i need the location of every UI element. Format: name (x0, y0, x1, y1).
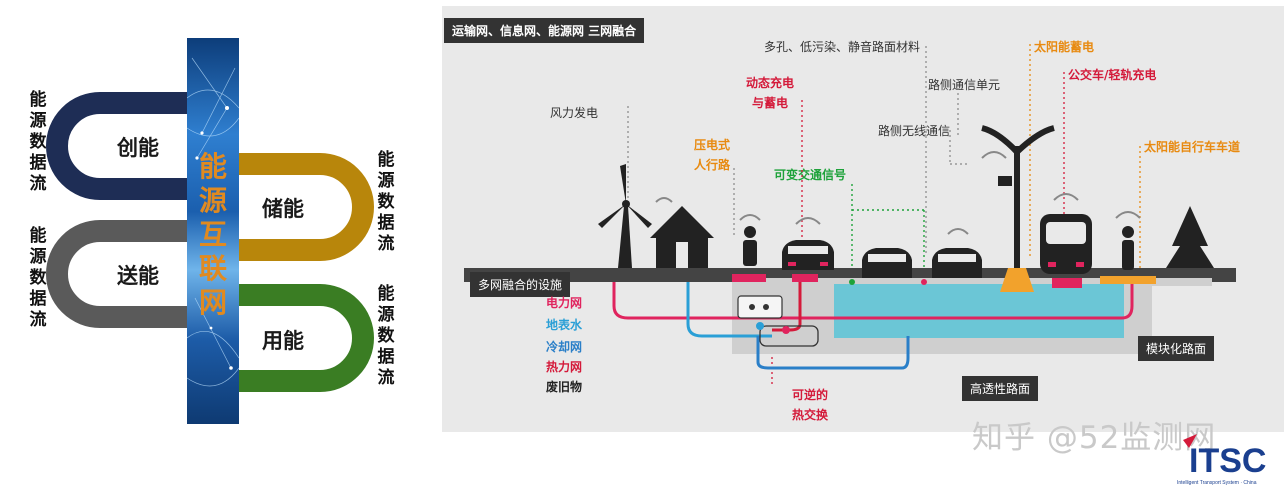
car-icon-1 (782, 240, 834, 270)
center-title: 能源互联网 (198, 150, 227, 319)
loop-label-transmit: 送能 (117, 264, 159, 288)
pedestrian-icon (739, 214, 761, 266)
street-lamp-icon (981, 125, 1055, 292)
label-roadside-unit: 路侧通信单元 (928, 78, 1001, 92)
loop-label-store: 储能 (262, 197, 304, 221)
legend-power-grid: 电力网 (546, 296, 583, 310)
label-signal: 可变交通信号 (774, 168, 847, 182)
data-flow-text-right-2: 能源数据流 (377, 284, 395, 388)
street-scene (464, 44, 1236, 384)
label-roadside-wireless: 路侧无线通信 (878, 124, 951, 138)
modular-tag: 模块化路面 (1138, 336, 1215, 361)
loop-transmit (46, 220, 190, 328)
legend-cooling-grid: 冷却网 (546, 340, 583, 354)
watermark: 知乎 @52监测网 (972, 420, 1217, 456)
label-solar-storage: 太阳能蓄电 (1034, 40, 1095, 54)
car-icon-3 (932, 248, 982, 278)
label-wind: 风力发电 (550, 106, 599, 120)
itsc-logo-subtext: Intelligent Transport System · China (1177, 480, 1257, 486)
itsc-logo-text: ITSC (1189, 442, 1266, 480)
data-flow-text-right-1: 能源数据流 (377, 150, 395, 254)
loop-store (236, 153, 374, 261)
label-piezo-1: 压电式 (694, 138, 731, 152)
data-flow-text-left-1: 能源数据流 (29, 90, 47, 194)
label-dynamic-charging-1: 动态充电 (746, 76, 795, 90)
bus-icon (1040, 214, 1092, 274)
center-globe-column (187, 38, 239, 424)
car-icon-2 (862, 248, 912, 278)
three-network-fusion-diagram: 运输网、信息网、能源网 三网融合 多孔、低污染、静音路面材料 太阳能蓄电 动态充… (442, 6, 1284, 432)
label-solar-bike: 太阳能自行车车道 (1144, 140, 1241, 154)
data-flow-text-left-2: 能源数据流 (29, 226, 47, 330)
legend-surface-water: 地表水 (546, 318, 583, 332)
cyclist-icon (1115, 211, 1141, 270)
facility-tag: 多网融合的设施 (470, 272, 571, 297)
tree-icon (1166, 206, 1214, 268)
wind-turbine-icon (598, 164, 652, 268)
label-heat-exchange-1: 可逆的 (792, 388, 829, 402)
label-materials: 多孔、低污染、静音路面材料 (764, 40, 921, 54)
loop-create (46, 92, 190, 200)
loop-label-use: 用能 (262, 329, 304, 353)
loop-use (236, 284, 374, 392)
permeable-tag: 高透性路面 (962, 376, 1039, 401)
loop-label-create: 创能 (117, 136, 159, 160)
header-tag: 运输网、信息网、能源网 三网融合 (444, 18, 645, 43)
legend-waste: 废旧物 (546, 380, 583, 394)
label-dynamic-charging-2: 与蓄电 (752, 96, 789, 110)
label-bus-charging: 公交车/轻轨充电 (1068, 68, 1157, 82)
globe-network-lines (187, 57, 239, 387)
itsc-logo: ITSC Intelligent Transport System · Chin… (1175, 432, 1284, 486)
label-heat-exchange-2: 热交换 (792, 408, 829, 422)
house-icon (650, 197, 714, 268)
legend-heat-grid: 热力网 (546, 360, 583, 374)
energy-loops (46, 92, 374, 392)
label-piezo-2: 人行路 (694, 158, 731, 172)
